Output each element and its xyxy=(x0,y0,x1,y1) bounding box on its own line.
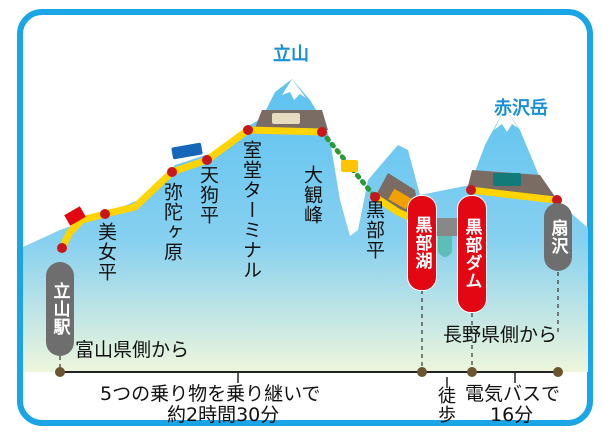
walk-label: 徒歩 xyxy=(435,386,456,424)
from-nagano-label: 長野県側から xyxy=(443,324,558,346)
cable-car-kurobe-icon xyxy=(388,188,412,210)
station-kurobeko: 黒部湖 xyxy=(407,195,437,291)
toyama-duration-line2: 約2時間30分 xyxy=(167,404,280,426)
electric-bus-icon xyxy=(493,173,521,186)
trolley-bus-icon xyxy=(272,113,300,124)
route-toyama xyxy=(58,126,323,250)
guide-lines xyxy=(59,272,559,372)
station-ogizawa: 扇沢 xyxy=(544,203,572,271)
bus-duration-line2: 16分 xyxy=(490,404,534,426)
station-bijodaira: 美女平 xyxy=(95,222,117,282)
station-tateyama: 立山駅 xyxy=(46,262,74,356)
peak-akazawa: 赤沢岳 xyxy=(494,98,548,119)
station-kurobe-dam: 黒部ダム xyxy=(457,195,487,313)
dam-water xyxy=(438,236,452,257)
ropeway-gondola-icon xyxy=(341,160,358,172)
route-nagano xyxy=(469,186,556,204)
tateyama-snow xyxy=(282,79,306,100)
station-daikanbo: 大観峰 xyxy=(301,165,323,225)
timeline-dots xyxy=(55,367,563,377)
station-tengudaira: 天狗平 xyxy=(197,165,219,225)
akazawa-snow xyxy=(494,108,518,132)
toyama-duration-line1: 5つの乗り物を乗り継いで xyxy=(100,383,321,405)
bus-icon xyxy=(171,142,203,160)
station-kurobedaira: 黒部平 xyxy=(363,200,385,260)
peak-tateyama: 立山 xyxy=(273,44,309,65)
from-toyama-label: 富山県側から xyxy=(75,339,190,361)
station-midagahara: 弥陀ヶ原 xyxy=(161,182,183,262)
cable-car-icon xyxy=(64,206,86,226)
bus-duration-line1: 電気バスで xyxy=(465,383,561,405)
station-murodo: 室堂ターミナル xyxy=(240,140,262,280)
mountains xyxy=(23,79,588,372)
